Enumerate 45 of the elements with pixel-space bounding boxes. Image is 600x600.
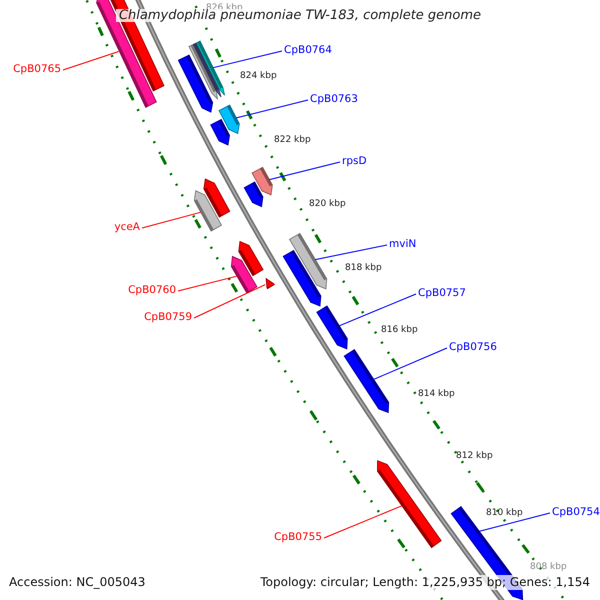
accession-text: Accession: NC_005043 [7, 575, 148, 590]
leader-line [142, 212, 202, 228]
gene-bar [266, 278, 275, 290]
gene-label: CpB0765 [13, 63, 61, 76]
scale-label: 808 kbp [530, 561, 567, 574]
gene-label: CpB0764 [284, 44, 332, 57]
scale-label: 810 kbp [486, 507, 523, 520]
leader-line [478, 512, 550, 532]
leader-line [268, 162, 340, 180]
gene-bar [288, 232, 328, 290]
gene-label: CpB0760 [128, 284, 176, 297]
gene-label: mviN [389, 238, 416, 251]
leader-line [324, 505, 402, 538]
leader-line [62, 51, 120, 70]
gene-bar [252, 166, 273, 196]
gene-bar [218, 104, 240, 134]
gene-label: rpsD [342, 155, 367, 168]
gene-label: yceA [114, 221, 140, 234]
gene-label: CpB0757 [418, 287, 466, 300]
gene-bar [194, 190, 222, 232]
gene-bar [188, 40, 225, 100]
leader-line [178, 276, 238, 292]
leader-line [212, 50, 282, 68]
scale-label: 812 kbp [456, 450, 493, 463]
scale-label: 824 kbp [240, 70, 277, 83]
genome-stats-text: Topology: circular; Length: 1,225,935 bp; Genes: 1,154 [258, 575, 592, 590]
leader-line [373, 348, 448, 380]
scale-label: 822 kbp [274, 134, 311, 147]
gene-bar [316, 305, 348, 350]
gene-label: CpB0755 [274, 531, 322, 544]
gene-label: CpB0759 [144, 311, 192, 324]
gene-bar [377, 460, 442, 548]
scale-label: 820 kbp [309, 198, 346, 211]
gene-label: CpB0756 [449, 341, 497, 354]
leader-line [236, 100, 308, 118]
gene-label: CpB0763 [310, 93, 358, 106]
scale-label: 814 kbp [418, 388, 455, 401]
gene-bar [344, 349, 390, 414]
scale-label: 818 kbp [345, 262, 382, 275]
leader-line [194, 284, 266, 318]
scale-label: 816 kbp [381, 324, 418, 337]
leader-line [338, 294, 416, 326]
gene-label: CpB0754 [552, 506, 600, 519]
gene-bar [230, 256, 258, 294]
leader-line [314, 244, 388, 260]
